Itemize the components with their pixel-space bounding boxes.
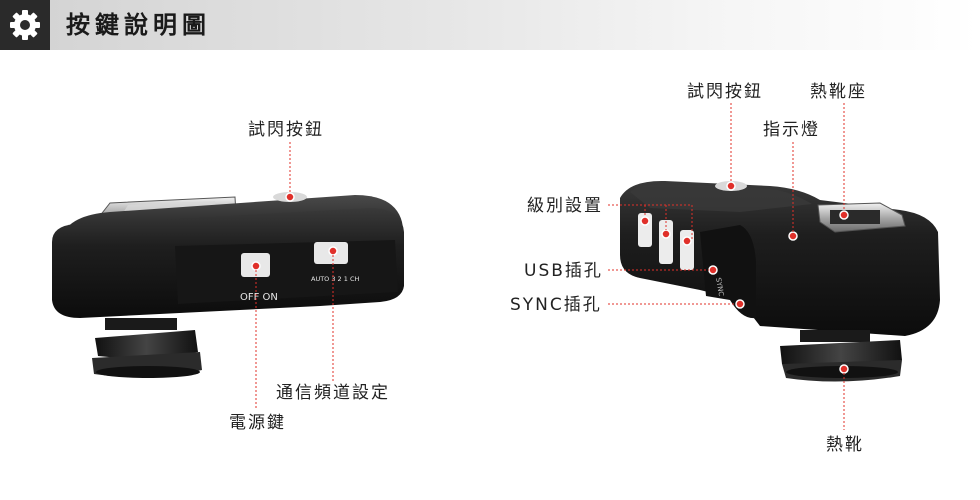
- header-icon-box: [0, 0, 50, 50]
- right-hotshoe-seat: [817, 202, 906, 233]
- channel-text: AUTO 3 2 1 CH: [311, 275, 360, 283]
- left-power-marker: [251, 261, 261, 271]
- label-usb-port: USB插孔: [524, 261, 603, 281]
- indicator-marker: [788, 231, 798, 241]
- right-test-button-marker: [726, 181, 736, 191]
- label-hotshoe: 熱靴: [826, 435, 864, 455]
- left-channel-marker: [328, 246, 338, 256]
- sync-marker: [735, 299, 745, 309]
- right-hotshoe-foot: [780, 330, 902, 382]
- left-trigger-device: OFF ON AUTO 3 2 1 CH: [52, 142, 404, 408]
- level-marker-3: [682, 236, 692, 246]
- right-leader-lines: [608, 103, 845, 430]
- label-level-setting: 級別設置: [527, 196, 603, 216]
- label-hotshoe-seat: 熱靴座: [810, 82, 867, 102]
- label-power-key: 電源鍵: [229, 413, 286, 433]
- label-left-test-button: 試閃按鈕: [248, 120, 324, 140]
- hotshoe-marker: [839, 364, 849, 374]
- usb-marker: [708, 265, 718, 275]
- level-switch-3: [680, 230, 694, 270]
- label-right-test-button: 試閃按鈕: [687, 82, 763, 102]
- right-trigger-device: SYNC: [608, 103, 940, 430]
- label-sync-port: SYNC插孔: [510, 295, 602, 315]
- off-on-text: OFF ON: [240, 292, 278, 303]
- sync-port-text: SYNC: [714, 277, 725, 297]
- left-test-button-marker: [285, 192, 295, 202]
- left-hotshoe-foot: [92, 318, 202, 378]
- level-marker-1: [640, 216, 650, 226]
- header-bar: 按鍵說明圖: [0, 0, 980, 50]
- label-channel-setting: 通信頻道設定: [276, 383, 390, 403]
- level-marker-2: [661, 229, 671, 239]
- left-leader-lines: [255, 142, 334, 408]
- label-indicator: 指示燈: [763, 120, 820, 140]
- page-title: 按鍵說明圖: [66, 11, 211, 39]
- gear-icon: [10, 10, 40, 40]
- hotshoe-seat-marker: [839, 210, 849, 220]
